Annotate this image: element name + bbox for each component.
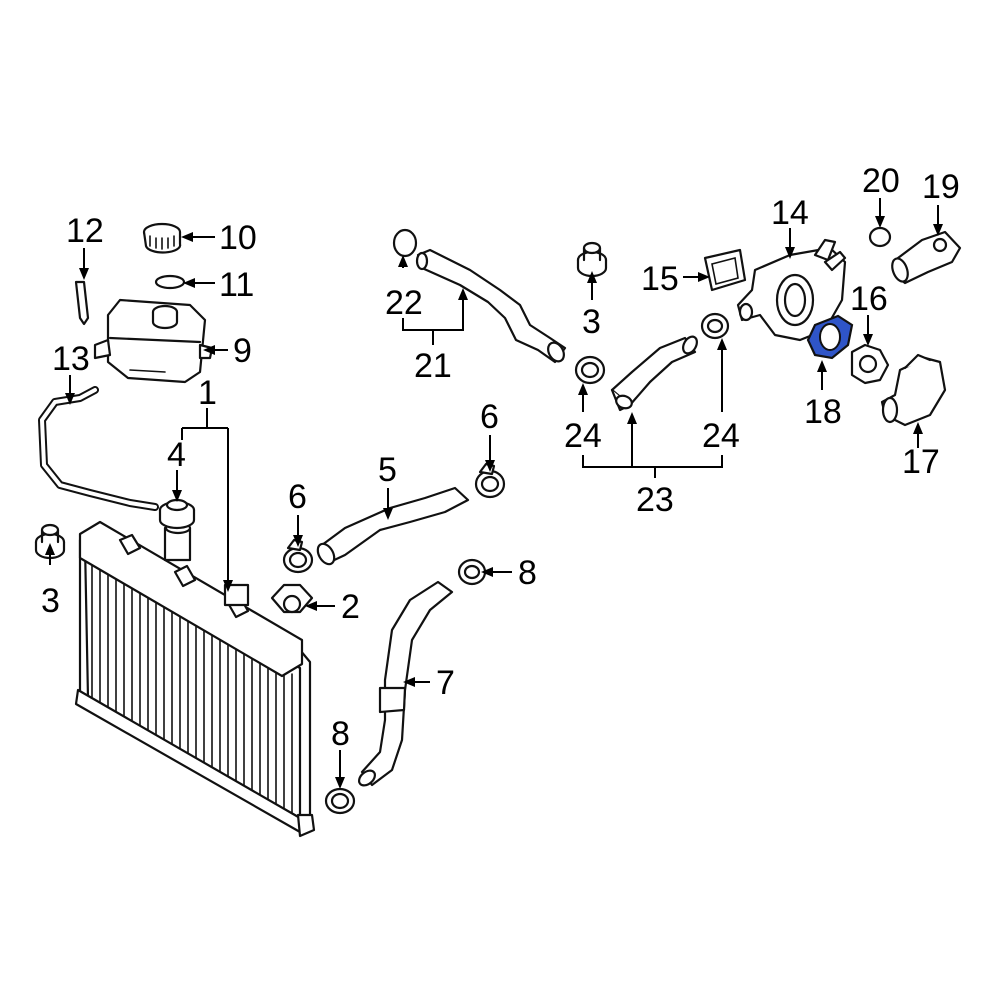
hose-clamp-6-left[interactable] [282,538,314,574]
hose-clamp-24-left[interactable] [574,355,606,385]
thermostat-housing[interactable] [880,353,947,427]
inlet-o-ring[interactable] [868,226,892,248]
callout-24-left: 24 [564,417,602,455]
callout-11: 11 [219,266,254,304]
thermostat[interactable] [850,343,890,385]
callout-20: 20 [862,162,900,200]
callout-9: 9 [233,332,252,370]
callout-7: 7 [436,664,455,702]
callout-19: 19 [922,168,960,206]
callout-14: 14 [771,194,809,232]
radiator-mount-bushing-upper[interactable] [576,241,608,278]
callout-6-left: 6 [288,478,307,516]
hose-clamp-6-right[interactable] [474,462,506,499]
callout-5: 5 [378,451,397,489]
thermostat-gasket-highlighted[interactable] [806,314,854,360]
callout-8-lower: 8 [331,715,350,753]
callout-1: 1 [198,374,217,412]
callout-12: 12 [66,212,104,250]
coolant-reservoir[interactable] [93,298,214,384]
callout-3-left: 3 [41,582,60,620]
callout-15: 15 [641,260,679,298]
radiator-mount-bushing-left[interactable] [34,523,66,560]
callout-21: 21 [414,347,452,385]
callout-3-upper: 3 [582,303,601,341]
drain-plug[interactable] [270,583,314,614]
reservoir-seal[interactable] [154,274,186,290]
overflow-hose[interactable] [38,386,159,511]
callout-24-right: 24 [702,417,740,455]
radiator-cap[interactable] [158,498,196,530]
callout-10: 10 [219,219,257,257]
callout-8-upper: 8 [518,554,537,592]
callout-6-right: 6 [480,398,499,436]
hose-clamp-8-upper[interactable] [457,558,487,586]
callout-18: 18 [804,393,842,431]
overflow-clip[interactable] [74,280,90,326]
callout-22: 22 [385,284,423,322]
callout-16: 16 [850,280,888,318]
callout-4: 4 [167,436,186,474]
callout-17: 17 [902,443,940,481]
lower-radiator-hose[interactable] [356,580,454,788]
hose-clamp-24-right[interactable] [700,312,730,340]
pipe-o-ring[interactable] [392,228,418,258]
callout-13: 13 [52,340,90,378]
bypass-hose[interactable] [610,334,700,412]
hose-clamp-8-lower[interactable] [324,787,356,815]
radiator[interactable] [74,520,316,838]
water-outlet-housing[interactable] [736,238,847,342]
reservoir-cap[interactable] [142,222,182,254]
housing-gasket[interactable] [703,248,747,292]
callout-2: 2 [341,588,360,626]
coolant-pipe[interactable] [415,248,567,364]
upper-radiator-hose[interactable] [314,486,470,567]
callout-23: 23 [636,481,674,519]
callout-labels: 1 2 3 4 5 6 6 7 8 8 9 10 11 12 13 14 15 … [41,162,960,753]
arrowheads [45,216,943,789]
water-inlet[interactable] [889,230,962,285]
